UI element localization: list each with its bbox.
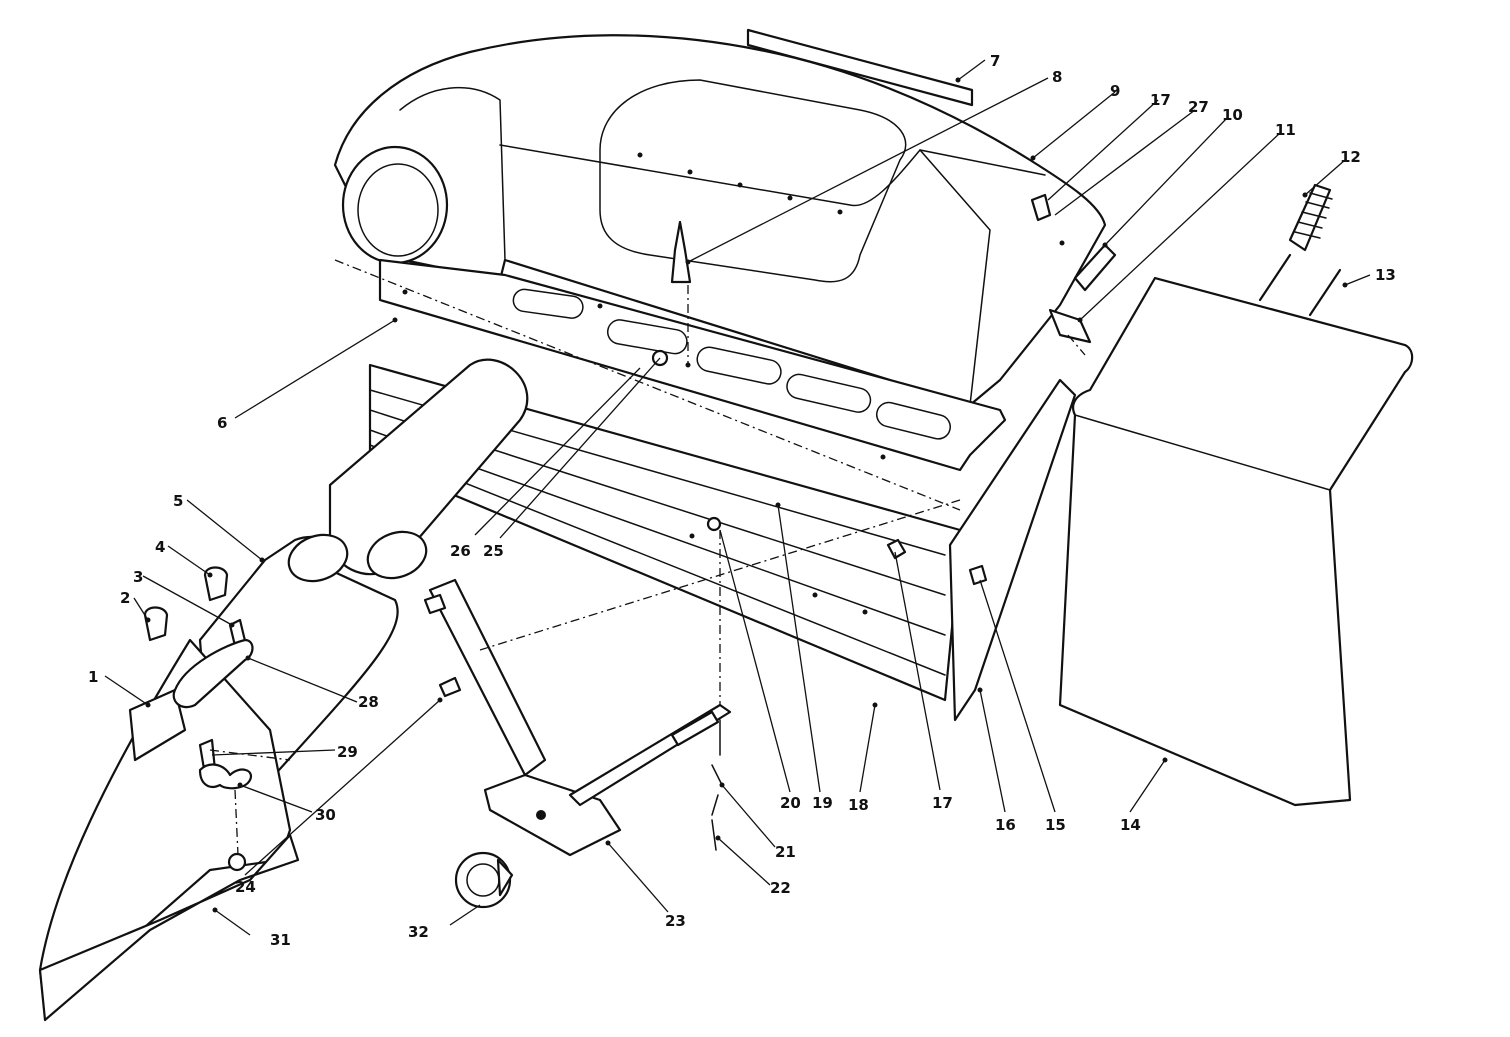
callout-26: 26	[450, 542, 471, 560]
callout-5: 5	[173, 492, 183, 510]
part-rod-end	[670, 710, 720, 747]
callout-15: 15	[1045, 816, 1066, 834]
callout-7: 7	[990, 52, 1000, 70]
callout-8: 8	[1052, 68, 1062, 86]
callout-25: 25	[483, 542, 504, 560]
callout-10: 10	[1222, 106, 1243, 124]
part-bag-hood	[333, 34, 1107, 407]
callout-20: 20	[780, 794, 801, 812]
callout-29: 29	[337, 743, 358, 761]
callout-6: 6	[217, 414, 227, 432]
callout-17-top: 17	[1150, 91, 1171, 109]
callout-24: 24	[235, 878, 256, 896]
part-support-bracket	[428, 578, 622, 857]
part-deflector	[38, 833, 300, 1022]
callout-11: 11	[1275, 121, 1296, 139]
callout-30: 30	[315, 806, 336, 824]
callout-18: 18	[848, 796, 869, 814]
callout-2: 2	[120, 589, 130, 607]
callout-4: 4	[155, 538, 165, 556]
callout-32: 32	[408, 923, 429, 941]
part-rivet	[670, 220, 692, 284]
callout-28: 28	[358, 693, 379, 711]
callout-12: 12	[1340, 148, 1361, 166]
part-bolts	[423, 193, 1052, 698]
part-bag-handle	[1258, 183, 1342, 317]
leader-dots	[145, 77, 1348, 913]
callout-9: 9	[1110, 82, 1120, 100]
callout-23: 23	[665, 912, 686, 930]
callout-17-bottom: 17	[932, 794, 953, 812]
callout-1: 1	[88, 668, 98, 686]
callout-3: 3	[133, 568, 143, 586]
callout-19: 19	[812, 794, 833, 812]
callout-31: 31	[270, 931, 291, 949]
part-bracket	[1048, 308, 1092, 344]
part-rear-flap	[746, 28, 974, 107]
part-grass-bag	[1058, 276, 1414, 807]
callout-22: 22	[770, 879, 791, 897]
callout-27: 27	[1188, 98, 1209, 116]
callout-14: 14	[1120, 816, 1141, 834]
leader-lines	[104, 59, 1371, 936]
part-hood-flange	[378, 258, 1007, 472]
deflector-mount	[227, 852, 247, 872]
part-cover-plate	[454, 851, 514, 909]
part-wing-nut	[198, 763, 253, 790]
part-chain-link	[172, 638, 254, 709]
callout-labels: 1 2 3 4 5 6 7 8 9 17 27 10 11 12 13 14 1…	[88, 52, 1396, 949]
callout-21: 21	[775, 843, 796, 861]
part-chain	[711, 719, 723, 851]
callout-13: 13	[1375, 266, 1396, 284]
part-rear-latch	[1073, 243, 1117, 292]
part-frame-end-plate	[948, 378, 1077, 722]
callout-16: 16	[995, 816, 1016, 834]
alignment-lines	[209, 259, 1086, 856]
